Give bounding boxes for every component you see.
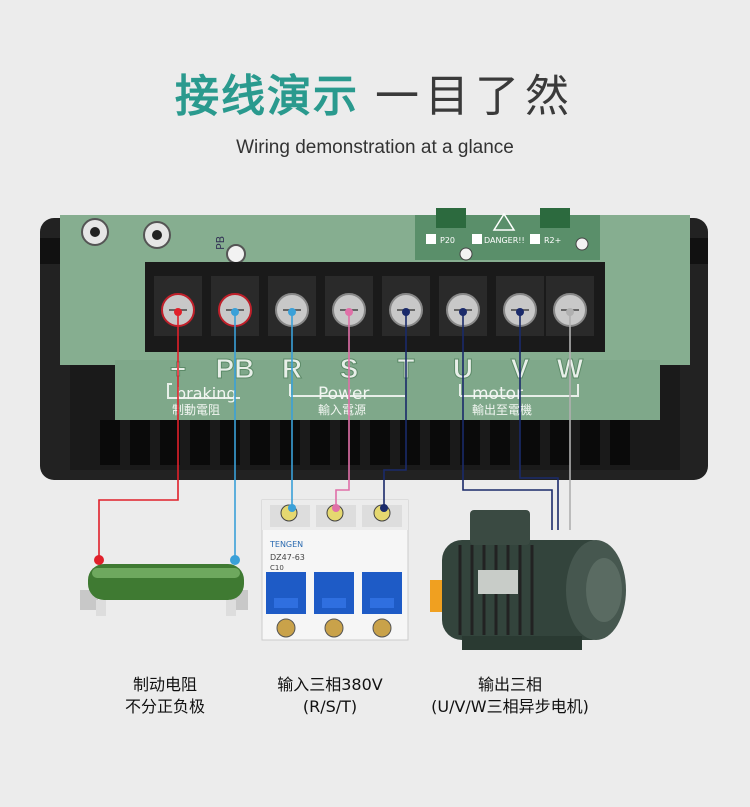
- group-motor-zh: 輸出至電機: [472, 402, 532, 417]
- page-subtitle: Wiring demonstration at a glance: [236, 137, 514, 158]
- caption-motor-line1: 输出三相: [477, 675, 542, 694]
- danger-text: DANGER!!: [484, 236, 525, 245]
- p20-label: P20: [440, 236, 455, 245]
- terminal-block: [145, 262, 605, 352]
- caption-breaker: 输入三相380V (R/S/T): [255, 674, 405, 718]
- caption-motor: 输出三相 (U/V/W三相异步电机): [410, 674, 610, 718]
- group-braking-en: braking: [176, 384, 237, 403]
- title-main: 接线演示: [175, 71, 359, 122]
- group-power-en: Power: [318, 384, 369, 404]
- wire-output-v: [519, 312, 559, 530]
- caption-breaker-line2: (R/S/T): [302, 697, 358, 716]
- page-title: 接线演示一目了然: [0, 60, 750, 124]
- caption-resistor-line2: 不分正负极: [124, 697, 205, 716]
- caption-resistor-line1: 制动电阻: [132, 675, 197, 694]
- wire-input-t: [383, 312, 407, 508]
- group-power-zh: 輸入電源: [318, 402, 366, 417]
- terminal-groups: [167, 383, 579, 399]
- braking-resistor: [80, 564, 248, 616]
- three-phase-motor: [430, 510, 626, 650]
- caption-breaker-line1: 输入三相380V: [277, 675, 383, 694]
- title-rest: 一目了然: [375, 71, 575, 122]
- caption-resistor: 制动电阻 不分正负极: [95, 674, 235, 718]
- group-motor-en: motor: [472, 384, 523, 404]
- wires: [98, 312, 571, 560]
- wire-braking-plus: [98, 312, 179, 560]
- breaker-brand: TENGEN: [269, 540, 303, 549]
- caption-motor-line2: (U/V/W三相异步电机): [431, 697, 589, 716]
- wire-output-u: [462, 312, 553, 530]
- group-braking-zh: 制動電阻: [172, 403, 220, 417]
- circuit-breaker: TENGEN DZ47-63 C10: [261, 499, 409, 641]
- r2-label: R2+: [544, 236, 561, 245]
- breaker-model: DZ47-63: [270, 553, 305, 562]
- wire-input-s: [335, 312, 350, 508]
- breaker-rating: C10: [270, 564, 284, 572]
- pb-board-label: PB: [214, 236, 227, 250]
- wire-end-dots: [94, 308, 574, 565]
